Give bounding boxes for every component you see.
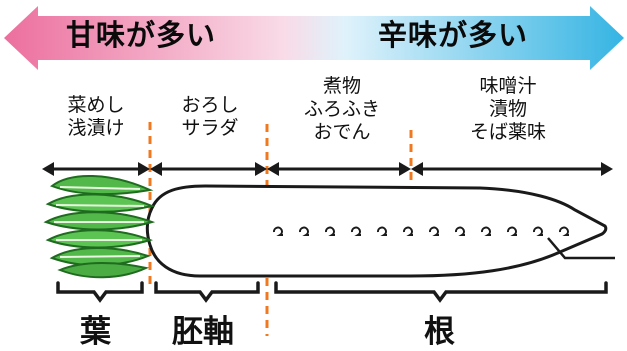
use-line: そば薬味 bbox=[469, 121, 546, 143]
use-label-lower-root: 味噌汁 漬物 そば薬味 bbox=[448, 75, 568, 144]
sweet-flavor-label: 甘味が多い bbox=[66, 18, 217, 52]
use-line: 煮物 bbox=[322, 75, 361, 97]
use-line: 菜めし bbox=[67, 94, 125, 116]
leader-line bbox=[547, 237, 615, 260]
use-line: 味噌汁 bbox=[479, 75, 537, 97]
bracket-leaf bbox=[56, 281, 144, 303]
use-label-hypocotyl: おろし サラダ bbox=[160, 94, 260, 140]
radish-leaves bbox=[43, 174, 156, 279]
bracket-root bbox=[274, 281, 608, 303]
use-line: おでん bbox=[313, 121, 371, 143]
use-label-upper-root: 煮物 ふろふき おでん bbox=[282, 75, 402, 144]
range-arrows bbox=[42, 162, 613, 176]
use-line: サラダ bbox=[181, 117, 239, 139]
use-line: 浅漬け bbox=[67, 117, 125, 139]
range-arrow-4 bbox=[411, 162, 613, 176]
range-arrow-1 bbox=[42, 162, 150, 176]
flavor-gradient-arrow bbox=[4, 6, 624, 70]
bracket-hypocotyl bbox=[154, 281, 260, 303]
part-label-leaf: 葉 bbox=[80, 314, 111, 350]
radish-root-body bbox=[145, 184, 608, 278]
use-line: おろし bbox=[181, 94, 239, 116]
root-hair-marks bbox=[273, 226, 569, 236]
spicy-flavor-label: 辛味が多い bbox=[378, 18, 529, 52]
use-line: 漬物 bbox=[488, 98, 527, 120]
range-arrow-3 bbox=[267, 162, 411, 176]
use-line: ふろふき bbox=[303, 98, 380, 120]
part-label-root: 根 bbox=[424, 314, 455, 350]
use-label-leaf: 菜めし 浅漬け bbox=[50, 94, 142, 140]
part-brackets bbox=[56, 281, 608, 303]
part-label-hypocotyl: 胚軸 bbox=[172, 314, 234, 350]
range-arrow-2 bbox=[150, 162, 267, 176]
